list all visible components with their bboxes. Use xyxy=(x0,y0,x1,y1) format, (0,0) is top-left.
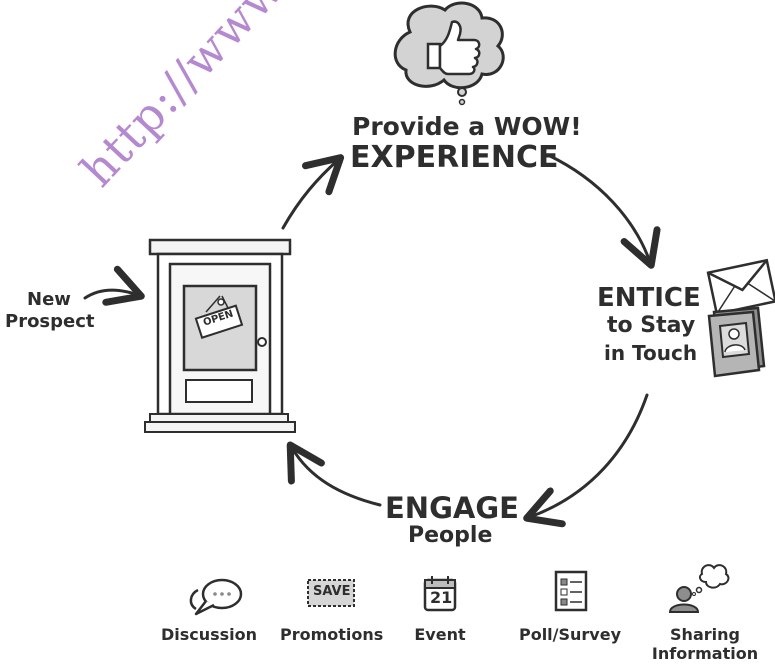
arrow-wow-to-entice xyxy=(546,153,661,269)
engage-label-line2: People xyxy=(408,523,493,548)
thumbs-up-cloud-icon xyxy=(393,1,505,106)
new-prospect-line2: Prospect xyxy=(5,311,95,332)
envelope-icon xyxy=(706,258,775,316)
save-tag-icon xyxy=(307,579,355,607)
entice-label-line2: to Stay xyxy=(607,313,696,338)
engage-label-line1: ENGAGE xyxy=(385,491,519,525)
calendar-icon xyxy=(423,576,457,612)
arrow-new-prospect xyxy=(83,265,145,306)
entice-label-line1: ENTICE xyxy=(597,283,701,313)
entice-label-line3: in Touch xyxy=(604,341,698,365)
new-prospect-line1: New xyxy=(27,289,71,310)
event-label: Event xyxy=(414,625,466,644)
discussion-label: Discussion xyxy=(160,625,258,644)
poll-survey-label: Poll/Survey xyxy=(518,625,622,644)
open-door-icon xyxy=(144,238,296,433)
checklist-icon xyxy=(554,570,588,612)
save-tag-text: SAVE xyxy=(313,584,351,599)
promotions-label: Promotions xyxy=(280,625,384,644)
wow-label-line2: EXPERIENCE xyxy=(350,140,559,175)
address-book-icon xyxy=(707,306,766,378)
person-thought-icon xyxy=(668,564,730,613)
sharing-label-line2: Information xyxy=(651,644,759,663)
arrow-entice-to-engage xyxy=(523,393,649,528)
sharing-label-line1: Sharing xyxy=(670,625,740,644)
wow-label-line1: Provide a WOW! xyxy=(352,112,582,141)
calendar-day: 21 xyxy=(430,588,453,607)
arrow-engage-to-door xyxy=(286,441,382,507)
speech-bubble-icon xyxy=(189,578,243,616)
arrow-door-to-wow xyxy=(281,154,345,230)
